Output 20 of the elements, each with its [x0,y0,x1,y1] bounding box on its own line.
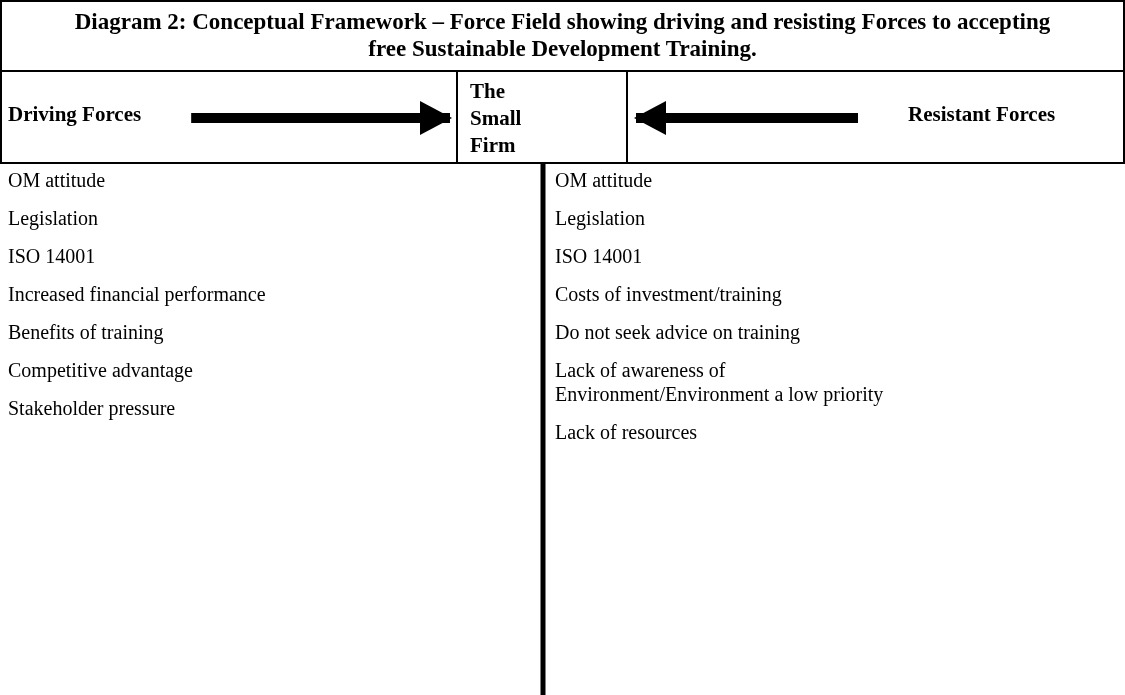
force-item: Stakeholder pressure [8,396,177,420]
title: Diagram 2: Conceptual Framework – Force Field showing driving and resisting Forces to accepting free Sustainable Development Training. [0,0,1125,72]
force-item: Legislation [555,206,646,230]
force-item: Increased financial performance [8,282,267,306]
firm-heading: The Small Firm [458,72,628,164]
force-item: OM attitude [8,168,107,192]
force-item: Costs of investment/training [555,282,783,306]
arrow [191,101,452,135]
force-item: ISO 14001 [555,244,644,268]
force-item: Do not seek advice on training [555,320,801,344]
force-heading: Driving Forces [8,102,142,127]
arrow [634,101,858,135]
force-item: Benefits of training [8,320,165,344]
force-heading: Resistant Forces [908,102,1056,127]
force-item: ISO 14001 [8,244,97,268]
force-item: Lack of resources [555,420,699,444]
force-item: Legislation [8,206,99,230]
force-item: Lack of awareness of Environment/Environment a low priority [555,358,885,406]
force-item: OM attitude [555,168,654,192]
force-item: Competitive advantage [8,358,194,382]
